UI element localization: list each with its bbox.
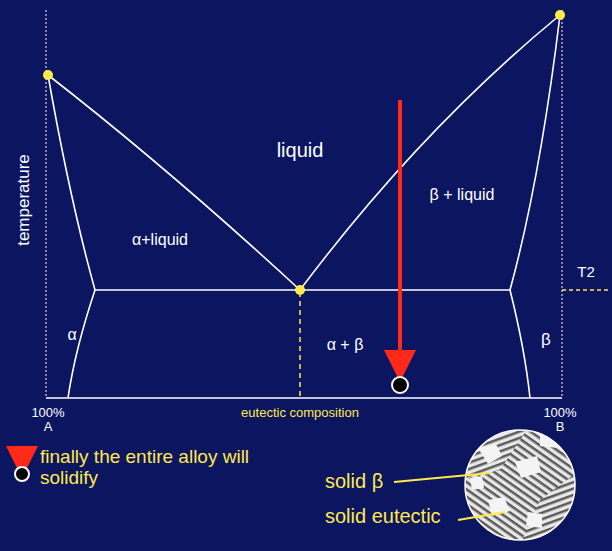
composition-label: eutectic composition <box>241 406 359 420</box>
alloy-marker-icon <box>15 467 29 481</box>
axis-line <box>45 10 46 398</box>
t2-line <box>562 289 608 291</box>
phase-label: α + β <box>327 336 364 354</box>
phase-label: α+liquid <box>132 231 188 249</box>
phase-boundaries <box>48 15 560 398</box>
axis-label: temperature <box>15 154 34 246</box>
callout-label: solid eutectic <box>325 505 441 527</box>
phase-label: β <box>541 331 551 350</box>
note-text: finally the entire alloy will solidify <box>40 447 290 489</box>
axis-label: 100% B <box>538 406 582 435</box>
micrograph <box>460 425 580 545</box>
phase-label: liquid <box>277 139 324 161</box>
micrograph-border <box>465 430 575 540</box>
callout-label: solid β <box>325 470 383 492</box>
eutectic-line <box>299 292 301 398</box>
eutectic-point <box>295 285 305 295</box>
cooling-arrow-icon <box>20 446 24 462</box>
phase-label: β + liquid <box>427 186 497 204</box>
cooling-arrow <box>398 100 402 366</box>
melting-point <box>555 10 565 20</box>
alloy-marker <box>392 377 408 393</box>
leader-line <box>394 473 490 482</box>
leader-line <box>458 512 505 520</box>
phase-label: α <box>67 326 76 344</box>
melting-point <box>43 70 53 80</box>
axis-line <box>561 10 562 398</box>
axis-line <box>46 397 562 399</box>
temperature-label: T2 <box>577 264 595 281</box>
axis-label: 100% A <box>26 406 70 435</box>
